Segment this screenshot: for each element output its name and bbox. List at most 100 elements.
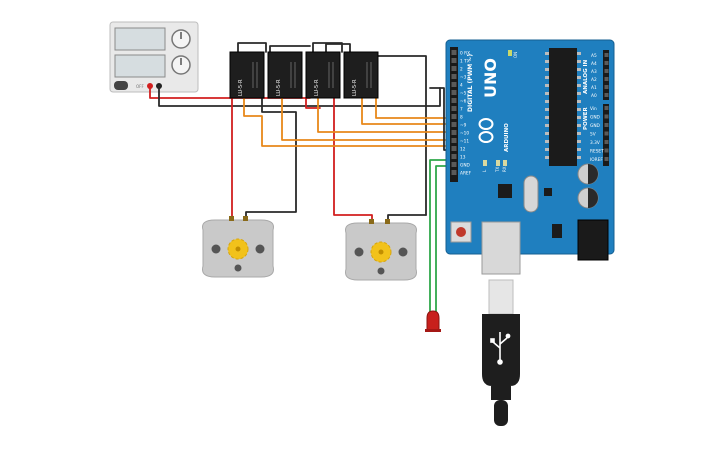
power-pin[interactable] <box>604 140 609 144</box>
digital-pin[interactable] <box>451 90 457 95</box>
digital-pin[interactable] <box>451 138 457 143</box>
wire-black-motor-1 <box>245 97 297 219</box>
power-pin-label: GND <box>590 123 601 129</box>
analog-pin[interactable] <box>604 77 609 81</box>
wire-orange-1 <box>243 97 453 147</box>
power-pin[interactable] <box>604 148 609 153</box>
power-pin[interactable] <box>604 114 609 119</box>
power-pin[interactable] <box>604 106 609 110</box>
gear-icon <box>370 241 392 263</box>
board-maker: ARDUINO <box>504 123 510 152</box>
digital-pin[interactable] <box>451 98 457 103</box>
analog-pin[interactable] <box>604 53 609 57</box>
digital-pin[interactable] <box>451 66 457 71</box>
digital-pin[interactable] <box>451 122 457 127</box>
relay-2-label: LU-5-R <box>276 79 282 96</box>
wire-orange-2 <box>281 97 453 141</box>
digital-pin-label: AREF <box>460 171 472 177</box>
digital-pin-label: ~5 <box>460 91 467 97</box>
power-pin-label: 5V <box>590 132 596 138</box>
digital-pin-label: ~10 <box>460 131 469 137</box>
power-supply[interactable]: OFF <box>109 21 199 93</box>
power-pin-label: 3.3V <box>590 140 600 146</box>
dc-motor-1[interactable] <box>202 216 274 278</box>
relay-3[interactable]: LU-5-R <box>305 51 341 99</box>
gear-icon <box>227 238 249 260</box>
microcontroller-chip <box>549 48 577 166</box>
analog-pin-label: A5 <box>591 53 597 59</box>
relay-1-label: LU-5-R <box>238 79 244 96</box>
power-pin-label: GND <box>590 115 601 121</box>
analog-pin-label: A1 <box>591 85 597 91</box>
digital-pin-label: 2 <box>460 67 463 73</box>
analog-pin[interactable] <box>604 93 609 97</box>
relay-1[interactable]: LU-5-R <box>229 51 265 99</box>
digital-pin[interactable] <box>451 146 457 151</box>
power-pin[interactable] <box>604 123 609 127</box>
relay-3-label: LU-5-R <box>314 79 320 96</box>
digital-label: DIGITAL (PWM ~) <box>467 54 474 112</box>
power-toggle[interactable] <box>114 81 128 90</box>
wire-orange-3 <box>317 97 453 133</box>
red-led[interactable] <box>425 310 441 332</box>
led-rx-label: RX <box>502 166 507 172</box>
power-toggle-label: OFF <box>136 84 144 89</box>
wire-red-relay3 <box>305 97 321 109</box>
dc-motor-2[interactable] <box>345 219 417 281</box>
wire-black-jumper-3 <box>325 43 351 59</box>
digital-pin-label: 12 <box>460 147 466 153</box>
wire-black-jumper-2 <box>312 42 343 53</box>
digital-pin[interactable] <box>451 74 457 79</box>
relay-2[interactable]: LU-5-R <box>267 51 303 99</box>
wire-black-supply <box>158 85 441 107</box>
arduino-logo-icon <box>478 118 494 143</box>
dc-power-jack <box>577 219 609 261</box>
analog-pin-label: A3 <box>591 69 597 75</box>
digital-pin[interactable] <box>451 114 457 119</box>
digital-pin[interactable] <box>451 82 457 87</box>
power-pin[interactable] <box>604 131 609 136</box>
wire-black-jumper-1 <box>237 42 267 53</box>
analog-pin-label: A2 <box>591 77 597 83</box>
digital-pin-label: 4 <box>460 83 463 89</box>
digital-pin[interactable] <box>451 106 457 111</box>
digital-pin[interactable] <box>451 58 457 63</box>
wires <box>149 42 453 313</box>
power-label: POWER <box>583 106 589 130</box>
wire-green-1 <box>429 159 453 313</box>
digital-pin-label: ~3 <box>460 75 467 81</box>
wire-orange-4 <box>361 97 453 125</box>
digital-pin-label: 8 <box>460 115 463 121</box>
digital-pin-label: 13 <box>460 155 466 161</box>
usb-cable <box>482 279 520 426</box>
analog-pin[interactable] <box>604 69 609 73</box>
digital-pin[interactable] <box>451 170 457 175</box>
digital-pin[interactable] <box>451 154 457 159</box>
digital-pin[interactable] <box>451 162 457 167</box>
on-led-label: ON <box>513 52 518 58</box>
analog-label: ANALOG IN <box>583 59 589 94</box>
digital-pin-label: 1 TX <box>460 59 470 65</box>
wire-black-top <box>269 45 311 53</box>
digital-pin-label: GND <box>460 163 471 169</box>
power-pin-label: IOREF <box>590 157 603 163</box>
wire-black-right <box>377 55 427 216</box>
relay-4[interactable]: LU-5-R <box>343 51 379 99</box>
power-pin[interactable] <box>604 157 609 161</box>
analog-pin-label: A4 <box>591 61 597 67</box>
digital-pin-label: ~6 <box>460 99 467 105</box>
wire-black-motor-2 <box>387 214 427 222</box>
digital-pin[interactable] <box>451 50 457 55</box>
digital-pin-label: 7 <box>460 107 463 113</box>
digital-pin[interactable] <box>451 130 457 135</box>
led-l-label: L <box>482 169 487 172</box>
analog-pin[interactable] <box>604 61 609 65</box>
analog-pin[interactable] <box>604 85 609 89</box>
wire-orange-5 <box>375 97 453 119</box>
wire-red-motor-2 <box>333 97 373 222</box>
usb-port <box>481 221 521 275</box>
